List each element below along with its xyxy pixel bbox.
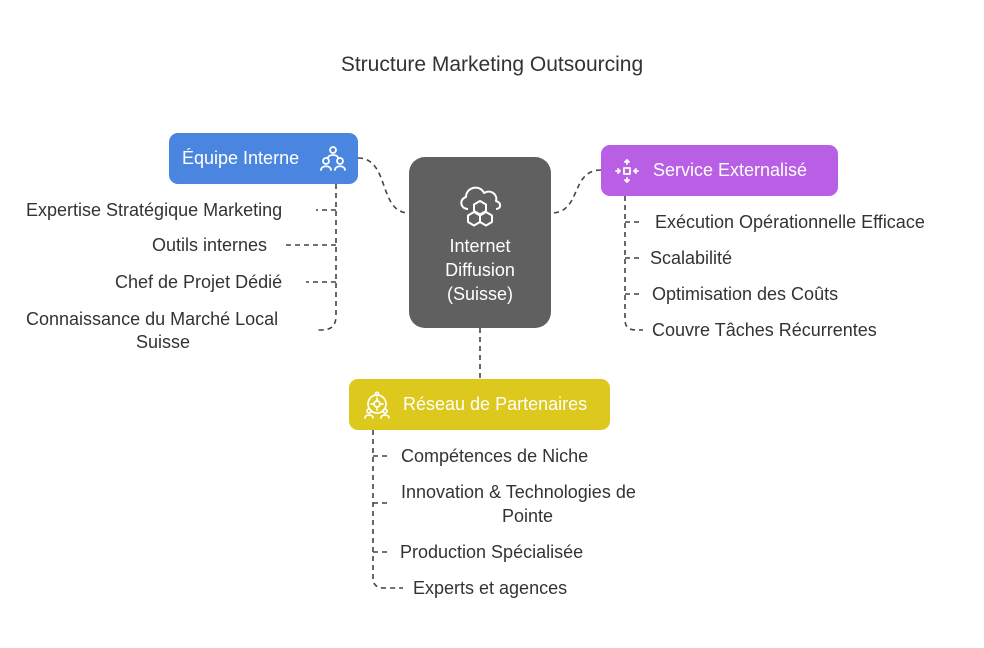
internal-item-3: Chef de Projet Dédié — [115, 272, 283, 292]
network-item-3: Production Spécialisée — [400, 542, 584, 562]
network-item-4: Experts et agences — [413, 578, 568, 598]
expand-arrows-icon — [615, 158, 639, 183]
center-label-line-1: Internet — [449, 236, 511, 256]
internal-item-1: Expertise Stratégique Marketing — [26, 200, 283, 220]
internal-team-node: Équipe Interne — [169, 133, 358, 184]
external-item-2: Scalabilité — [650, 248, 733, 268]
network-gear-people-icon — [364, 391, 390, 419]
connector-internal-center — [357, 157, 410, 214]
connector-external-center — [550, 169, 602, 214]
network-item-1: Compétences de Niche — [401, 446, 589, 466]
diagram-title: Structure Marketing Outsourcing — [340, 53, 644, 76]
internal-team-label: Équipe Interne — [182, 148, 300, 168]
external-item-1: Exécution Opérationnelle Efficace — [655, 212, 925, 232]
center-node: Internet Diffusion (Suisse) — [409, 157, 551, 328]
network-item-2-line-2: Pointe — [502, 506, 554, 526]
internal-item-4-line-2: Suisse — [136, 332, 191, 352]
external-item-3: Optimisation des Coûts — [652, 284, 839, 304]
partner-network-node: Réseau de Partenaires — [349, 379, 610, 430]
network-item-2: Innovation & Technologies de — [401, 482, 636, 502]
center-label: Internet Diffusion (Suisse) — [409, 234, 551, 306]
team-people-icon — [320, 146, 346, 171]
external-service-node: Service Externalisé — [601, 145, 838, 196]
internal-item-2: Outils internes — [152, 235, 268, 255]
center-label-line-2: Diffusion — [445, 260, 515, 280]
network-spine — [372, 430, 403, 589]
external-service-label: Service Externalisé — [653, 160, 808, 180]
cloud-hexagon-icon — [460, 186, 502, 227]
external-spine — [624, 196, 643, 331]
partner-network-label: Réseau de Partenaires — [403, 394, 588, 414]
center-label-line-3: (Suisse) — [446, 284, 513, 304]
internal-spine — [316, 184, 337, 331]
internal-item-4: Connaissance du Marché Local — [26, 309, 279, 329]
external-item-4: Couvre Tâches Récurrentes — [652, 320, 877, 340]
